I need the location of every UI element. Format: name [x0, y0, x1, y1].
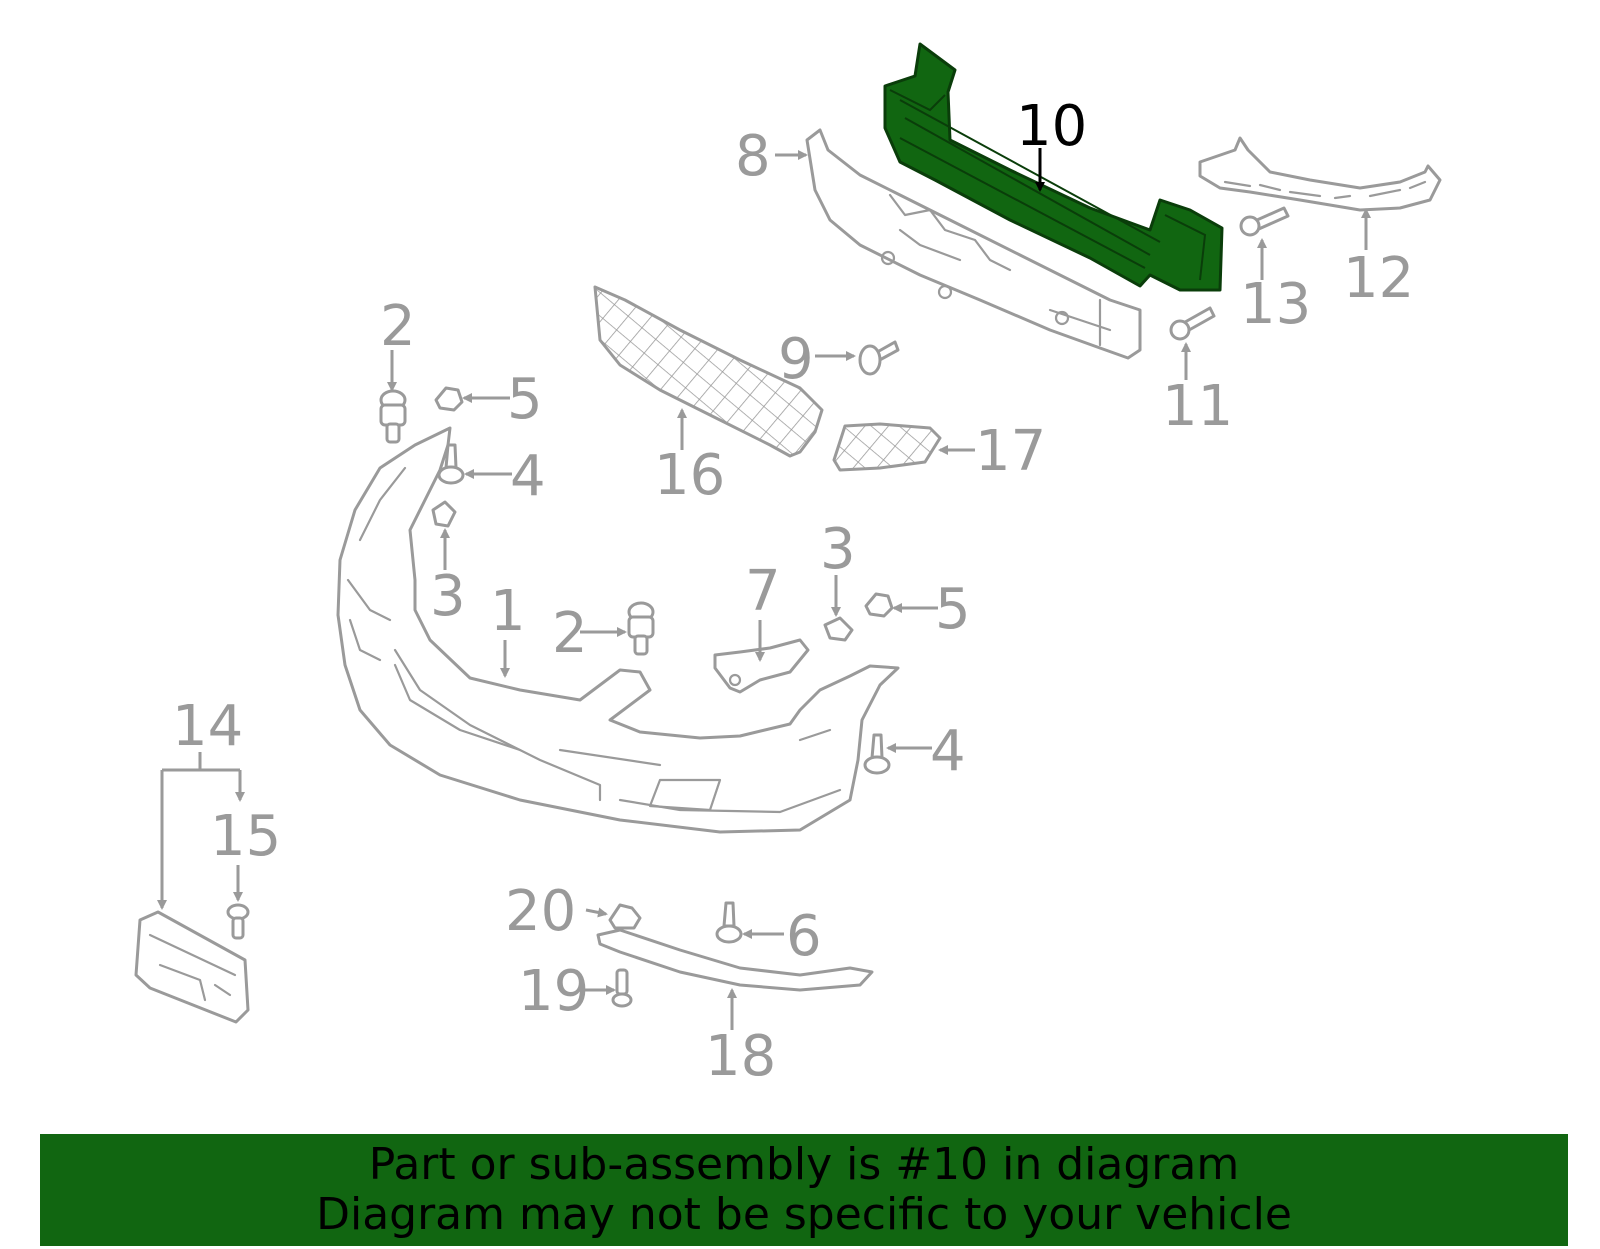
- nut-part-3-left[interactable]: [431, 500, 457, 528]
- callout-8: 8: [735, 124, 771, 189]
- lower-grille-part-16[interactable]: [593, 285, 824, 458]
- callout-15: 15: [210, 804, 281, 869]
- license-bracket-part-14[interactable]: [134, 910, 250, 1024]
- energy-absorber-part-8[interactable]: [805, 128, 1142, 360]
- clip-part-2-lower[interactable]: [627, 601, 655, 656]
- callout-12: 12: [1343, 246, 1414, 311]
- clip-part-20[interactable]: [608, 903, 642, 930]
- screw-part-4-upper[interactable]: [437, 443, 465, 485]
- banner-line-1: Part or sub-assembly is #10 in diagram: [368, 1139, 1240, 1190]
- callout-3-right: 3: [820, 517, 856, 582]
- callout-19: 19: [518, 959, 589, 1024]
- callout-1: 1: [490, 579, 526, 644]
- callout-10: 10: [1016, 94, 1087, 159]
- push-pin-part-9[interactable]: [858, 340, 900, 376]
- callout-17: 17: [975, 419, 1046, 484]
- side-bracket-part-12[interactable]: [1198, 136, 1442, 212]
- fog-grille-part-17[interactable]: [832, 422, 942, 472]
- callout-5-lower: 5: [935, 577, 971, 642]
- callout-18: 18: [705, 1024, 776, 1089]
- screw-part-19[interactable]: [611, 968, 633, 1008]
- screw-part-4-lower[interactable]: [863, 733, 891, 775]
- callout-6: 6: [786, 904, 822, 969]
- parts-diagram: 10 8 12 13 11 9 16 17 2 5 4 3 1 2 7 3 5 …: [134, 42, 1442, 1089]
- bolt-part-11[interactable]: [1169, 306, 1216, 341]
- lower-trim-part-18[interactable]: [596, 928, 874, 992]
- bumper-cover-part-1[interactable]: [336, 426, 900, 834]
- callout-11: 11: [1162, 374, 1233, 439]
- banner-line-2: Diagram may not be specific to your vehi…: [316, 1189, 1292, 1240]
- callout-7: 7: [745, 559, 781, 624]
- callout-20: 20: [505, 879, 576, 944]
- reinforcement-bar-part-10[interactable]: [883, 42, 1224, 292]
- nut-part-3-right[interactable]: [823, 616, 854, 642]
- clip-part-2-upper[interactable]: [379, 389, 407, 444]
- bolt-part-13[interactable]: [1239, 206, 1290, 237]
- callout-14: 14: [172, 694, 243, 759]
- callout-9: 9: [778, 327, 814, 392]
- screw-part-15[interactable]: [226, 903, 250, 940]
- callout-4-upper: 4: [510, 444, 546, 509]
- callout-4-lower: 4: [930, 719, 966, 784]
- callout-2-upper: 2: [380, 294, 416, 359]
- leader-lines: [157, 148, 1371, 1030]
- clip-part-5-lower[interactable]: [864, 592, 894, 618]
- info-banner: Part or sub-assembly is #10 in diagram D…: [40, 1134, 1568, 1246]
- callout-3-left: 3: [430, 564, 466, 629]
- screw-part-6[interactable]: [715, 901, 743, 944]
- callout-13: 13: [1240, 272, 1311, 337]
- clip-part-5-upper[interactable]: [434, 386, 464, 412]
- callout-16: 16: [654, 443, 725, 508]
- callout-2-lower: 2: [552, 601, 588, 666]
- callout-5-upper: 5: [507, 367, 543, 432]
